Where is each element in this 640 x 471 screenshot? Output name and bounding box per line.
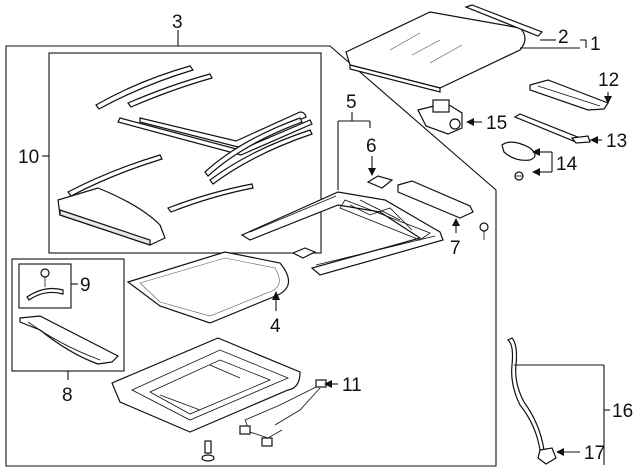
seal-strips [67,65,313,213]
callout-12: 12 [598,70,619,91]
callout-15: 15 [486,113,507,134]
callout-11: 11 [342,375,362,396]
wire-harness-11 [239,379,327,447]
glass-seal-2 [464,4,544,37]
callout-3: 3 [172,12,183,33]
drain-seal-8 [19,315,120,365]
callout-13: 13 [606,131,627,152]
screw-14 [514,171,524,181]
drain-hose-16 [506,337,545,451]
callout-7: 7 [450,238,461,259]
callout-5: 5 [346,92,357,113]
callout-6: 6 [366,136,377,157]
glass-panel-1 [345,11,526,89]
rail-12 [529,79,609,111]
callout-17: 17 [584,443,605,464]
callout-8: 8 [62,385,73,406]
glass-panel-10 [57,187,166,246]
clip-17 [537,447,557,465]
callout-2: 2 [558,27,569,48]
clip-screw-9 [26,268,64,301]
inset-box-10 [48,52,322,254]
sunroof-frame-5 [240,191,444,276]
inset-box-9 [18,263,72,309]
cover-14 [501,141,536,161]
callout-10: 10 [18,147,39,168]
assembly-boundary [5,45,497,467]
screw-7 [479,222,489,240]
sunshade-4 [126,251,290,324]
rail-13 [513,113,582,143]
callout-16: 16 [612,401,633,422]
callout-14: 14 [556,154,578,175]
callout-4: 4 [270,316,281,337]
sunroof-motor-15 [417,99,463,135]
callout-1: 1 [590,34,601,55]
bracket-6 [366,175,394,189]
callout-9: 9 [80,275,91,296]
lower-housing [111,337,301,433]
deflector-7 [397,180,474,219]
small-bracket [291,247,317,259]
screw-bottom [201,440,215,462]
